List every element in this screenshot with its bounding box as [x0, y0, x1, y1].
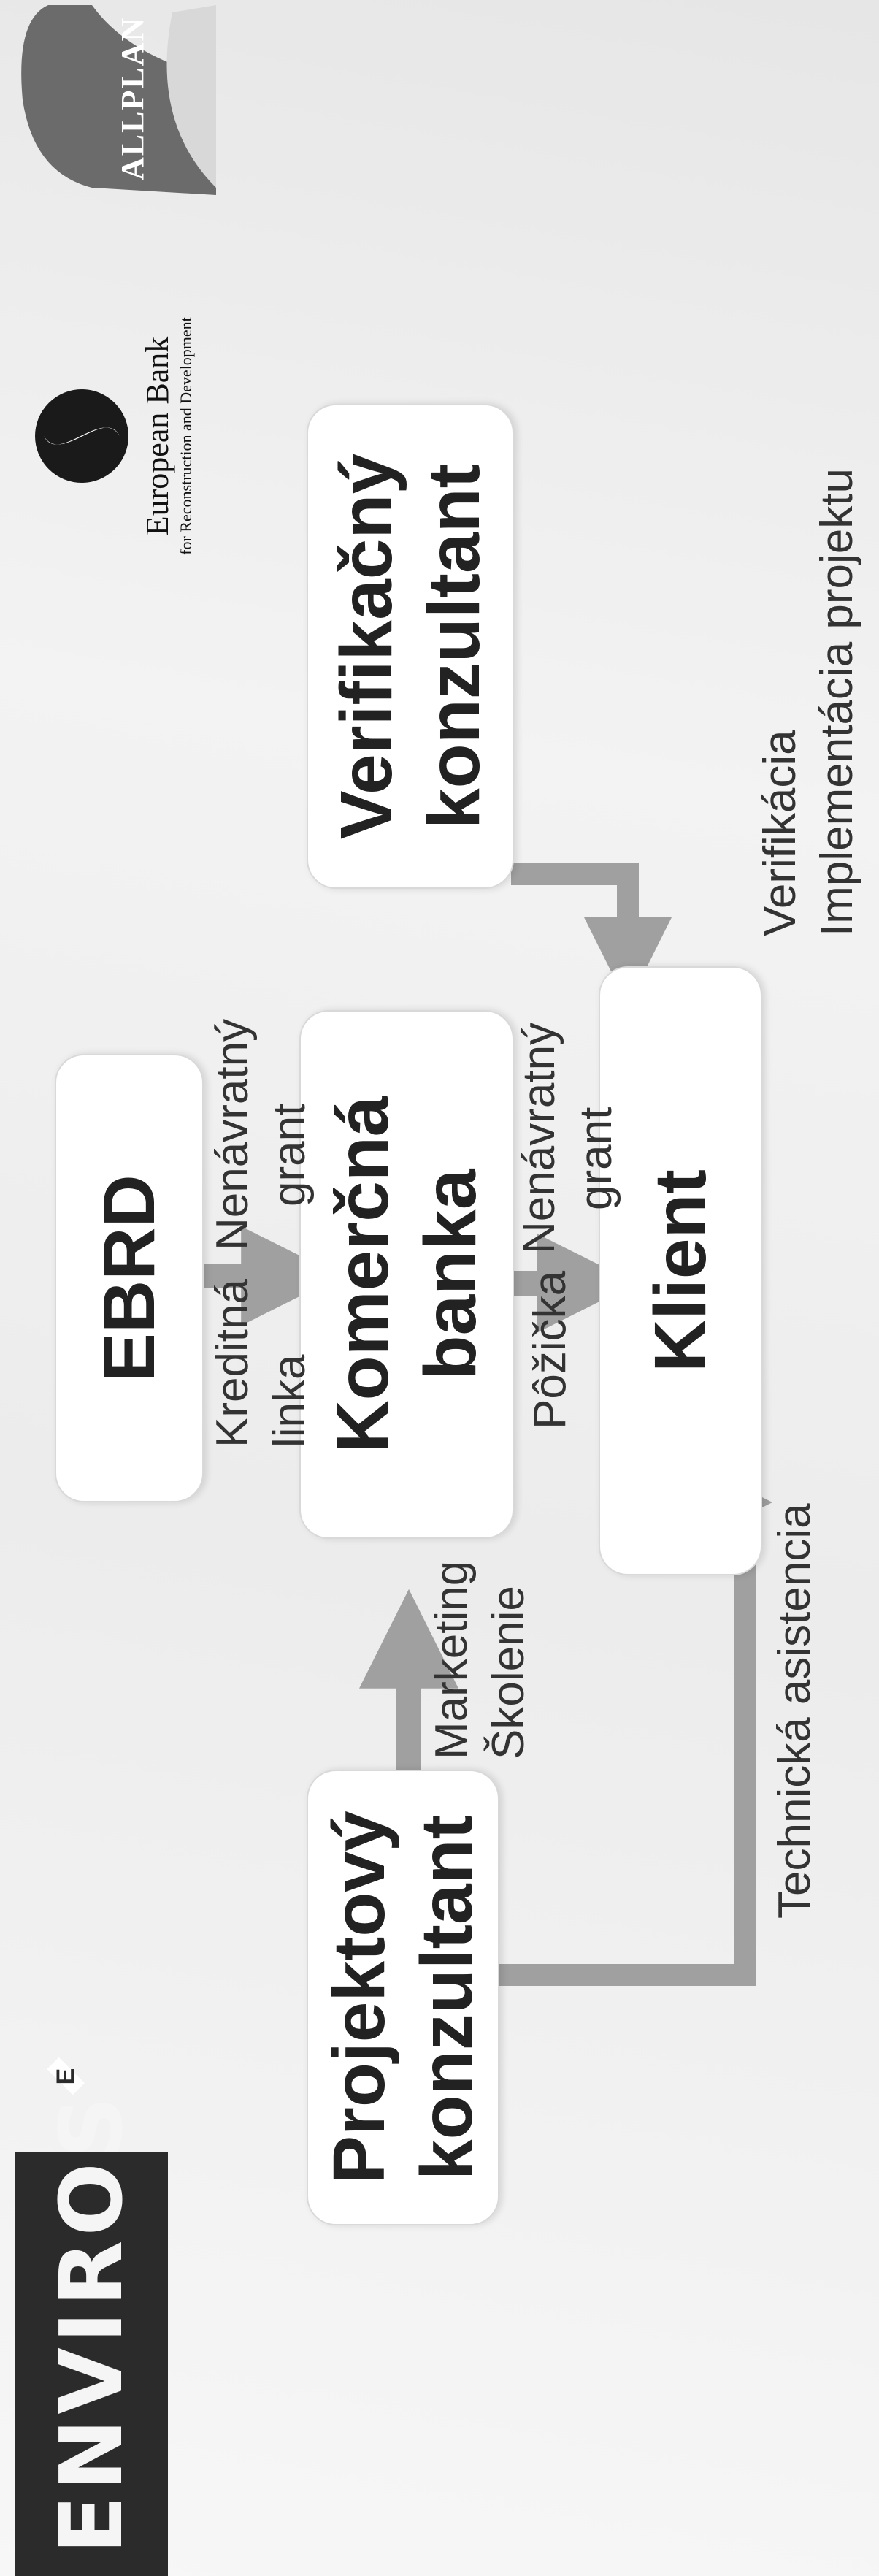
node-ebrd: EBRD [55, 1054, 204, 1502]
label-implementacia-line2: Implementácia projektu [811, 468, 862, 936]
label-technicka-text: Technická asistencia [769, 1503, 820, 1919]
label-technicka-asistencia: Technická asistencia [767, 1503, 824, 1919]
node-verifikacny-line2: konzultant [413, 464, 495, 829]
label-pozicka: Pôžička [522, 1271, 579, 1429]
label-kreditna-linka: Kreditná linka [204, 1279, 318, 1448]
label-nenavratny-grant-top: Nenávratný grant [204, 1019, 318, 1250]
node-klient-label: Klient [640, 1169, 721, 1372]
label-nenavratny-mid: Nenávratný [514, 1022, 564, 1254]
ebrd-emblem-icon [35, 389, 128, 483]
node-projektovy-line1: Projektový [318, 1811, 400, 2185]
node-projektovy-line2: konzultant [406, 1815, 488, 2180]
label-marketing-skolenie: Marketing Školenie [423, 1561, 537, 1759]
node-projektovy-konzultant: Projektový konzultant [307, 1770, 499, 2225]
label-marketing: Marketing [426, 1560, 477, 1759]
label-nenavratny-grant-mid: Nenávratný grant [511, 1023, 624, 1254]
node-komercna-banka: Komerčná banka [299, 1010, 514, 1539]
label-verifikacia-line1: Verifikácia [755, 730, 805, 936]
allplan-shape-icon [21, 5, 216, 195]
allplan-logo: ALLPLAN [4, 0, 223, 210]
ebrd-logo: European Bank for Reconstruction and Dev… [29, 283, 212, 589]
node-komercna-line1: Komerčná [322, 1096, 404, 1453]
label-grant-top: grant [264, 1103, 315, 1207]
node-verifikacny-line1: Verifikačný [326, 453, 407, 840]
label-kreditna: Kreditná [207, 1279, 258, 1448]
node-verifikacny-konzultant: Verifikačný konzultant [307, 404, 514, 889]
node-komercna-line2: banka [410, 1169, 491, 1380]
label-verifikacia: Verifikácia Implementácia projektu [752, 468, 865, 936]
label-grant-mid: grant [570, 1107, 621, 1210]
label-pozicka-text: Pôžička [525, 1270, 575, 1429]
label-nenavratny-top: Nenávratný [207, 1018, 258, 1250]
label-skolenie: Školenie [483, 1586, 534, 1759]
label-linka: linka [264, 1354, 315, 1448]
arrow-verifier-to-client [511, 863, 672, 1005]
node-ebrd-label: EBRD [88, 1174, 170, 1382]
